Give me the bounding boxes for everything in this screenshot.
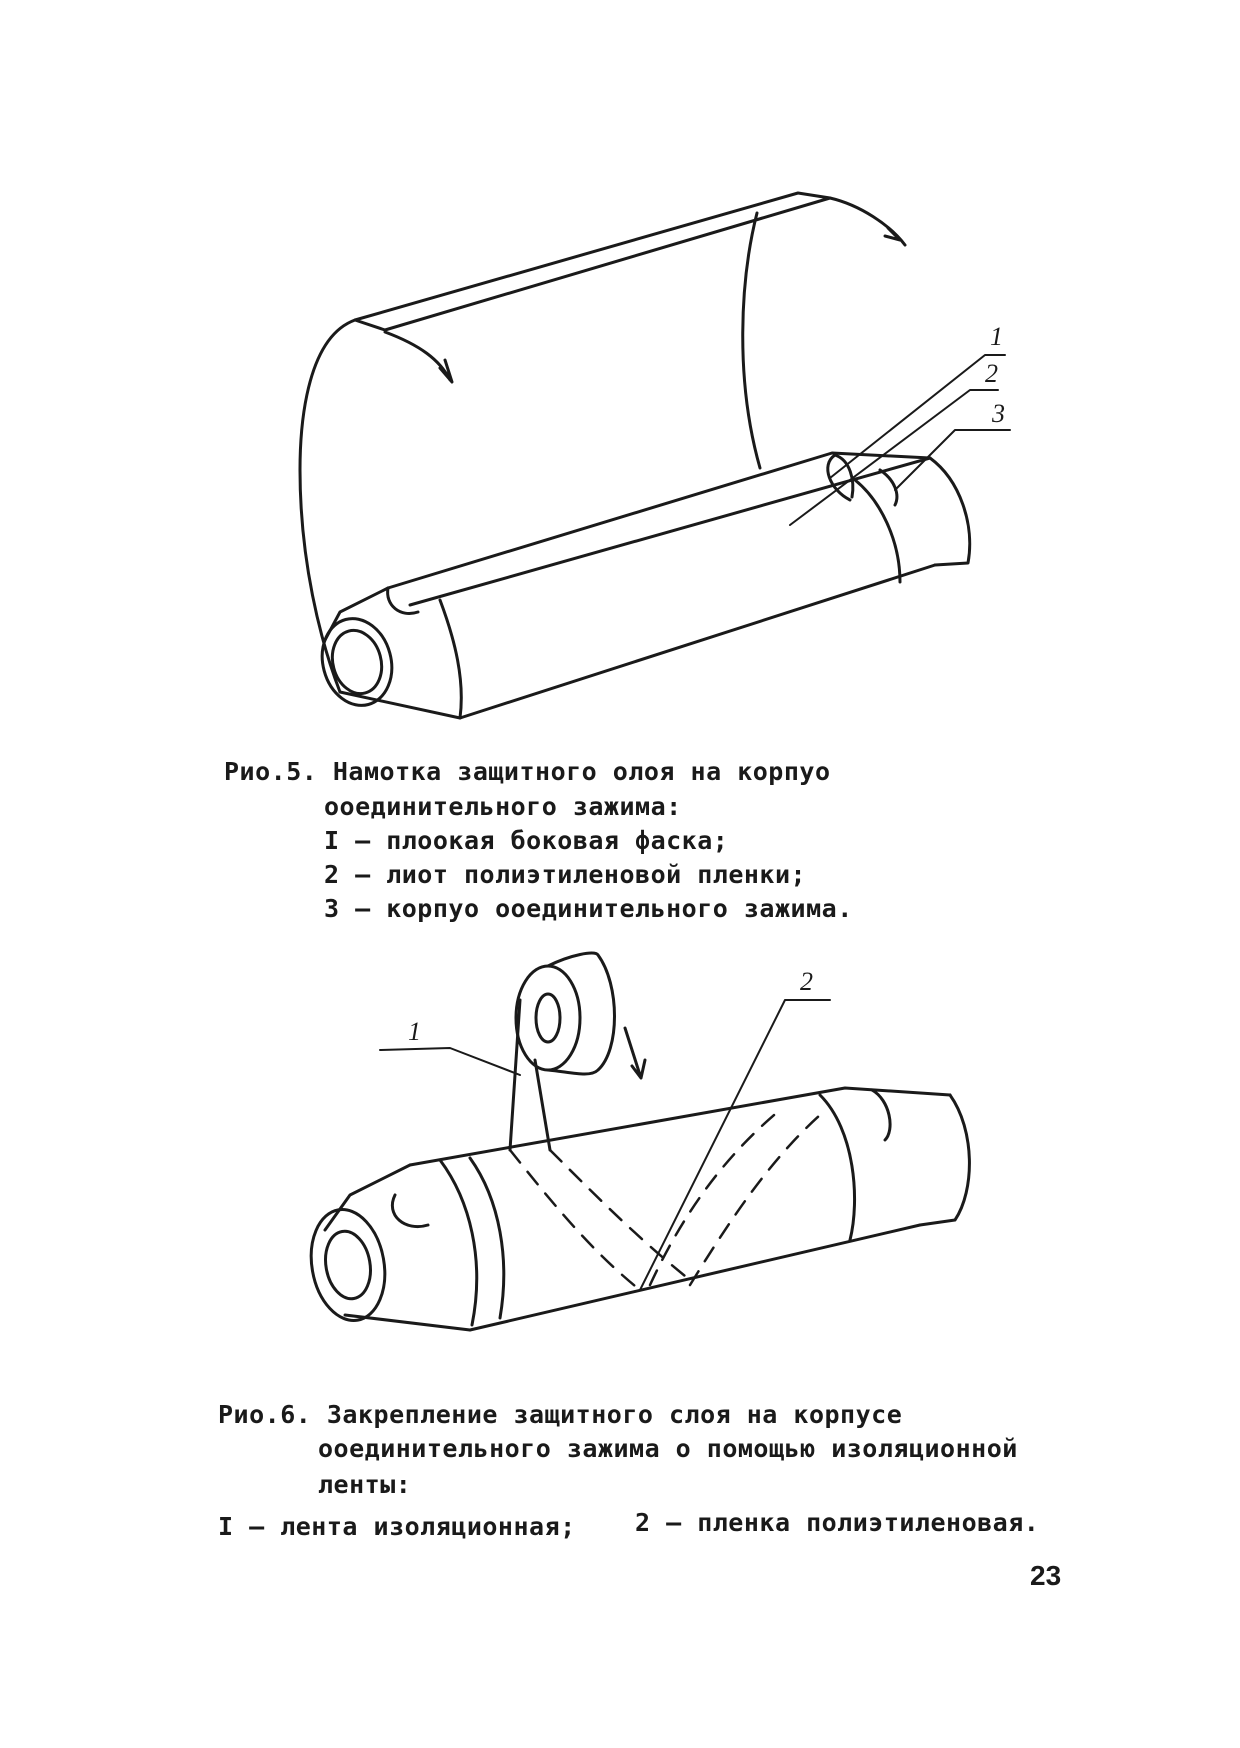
- figure-6-item-2: 2 – пленка полиэтиленовая.: [635, 1508, 1040, 1537]
- clamp-band-left: [438, 1158, 479, 1327]
- leader-line-3: [894, 429, 1011, 491]
- label-1: 1: [408, 1017, 421, 1046]
- clamp-left-band: [438, 598, 463, 720]
- clamp-right-end: [918, 1093, 971, 1227]
- label-1: 1: [990, 322, 1003, 351]
- clamp-left-end-inner: [324, 1229, 372, 1301]
- clamp-band: [853, 478, 902, 584]
- figure-6-caption-title: Рио.6. Закрепление защитного слоя на кор…: [218, 1400, 903, 1429]
- figure-6-caption-line2: ооединительного зажима о помощью изоляци…: [318, 1434, 1018, 1463]
- figure-6-item-1: I – лента изоляционная;: [218, 1512, 576, 1541]
- clamp-left-end-outer: [309, 1207, 387, 1323]
- clamp-body-top: [386, 451, 932, 607]
- rotation-arrow-icon: [623, 1026, 647, 1080]
- tape-roll-body: [546, 951, 616, 1076]
- clamp-band-right: [818, 1093, 857, 1242]
- tape-spiral-dashed: [648, 1108, 822, 1287]
- figure-5-item-1: I – плоокая боковая фаска;: [324, 826, 729, 855]
- rotation-arrow-icon: [383, 330, 454, 384]
- clamp-right-end: [928, 456, 972, 567]
- label-2: 2: [985, 359, 998, 388]
- tape-roll-hole: [534, 992, 562, 1044]
- page-number: 23: [1030, 1560, 1062, 1591]
- film-sheet-left-arc: [298, 318, 357, 694]
- clamp-left-end-outer: [320, 617, 394, 707]
- tape-spiral-dashed: [508, 1148, 692, 1292]
- tape-roll-face: [514, 964, 582, 1072]
- figure-5-caption-title: Рио.5. Намотка защитного олоя на корпуо: [224, 757, 831, 786]
- clamp-body-bottom: [458, 563, 937, 720]
- figure-5-item-3: 3 – корпуо ооединительного зажима.: [324, 894, 853, 923]
- leader-line-2: [639, 999, 831, 1291]
- clamp-left-end-inner: [330, 628, 384, 696]
- leader-line-1: [829, 354, 1006, 479]
- clamp-band-left-2: [468, 1156, 506, 1320]
- figure-5-caption-line2: ооединительного зажима:: [324, 792, 682, 821]
- side-chamfer: [390, 1193, 430, 1228]
- tape-strip: [508, 998, 552, 1152]
- figure-5-drawing: 1 2 3: [298, 191, 1011, 720]
- label-3: 3: [991, 399, 1005, 428]
- clamp-left-cone: [323, 1163, 472, 1332]
- clamp-band: [878, 468, 899, 507]
- clamp-chamfer: [870, 1088, 892, 1142]
- figure-6-caption-line3: ленты:: [318, 1470, 412, 1499]
- clamp-body-top: [408, 1086, 952, 1167]
- label-2: 2: [800, 967, 813, 996]
- figure-5-item-2: 2 – лиот полиэтиленовой пленки;: [324, 860, 807, 889]
- rotation-arrow-icon: [883, 226, 902, 242]
- side-chamfer: [386, 586, 420, 615]
- film-sheet-fold-line: [741, 211, 762, 470]
- leader-line-1: [379, 1047, 521, 1076]
- leader-line-2: [789, 389, 999, 526]
